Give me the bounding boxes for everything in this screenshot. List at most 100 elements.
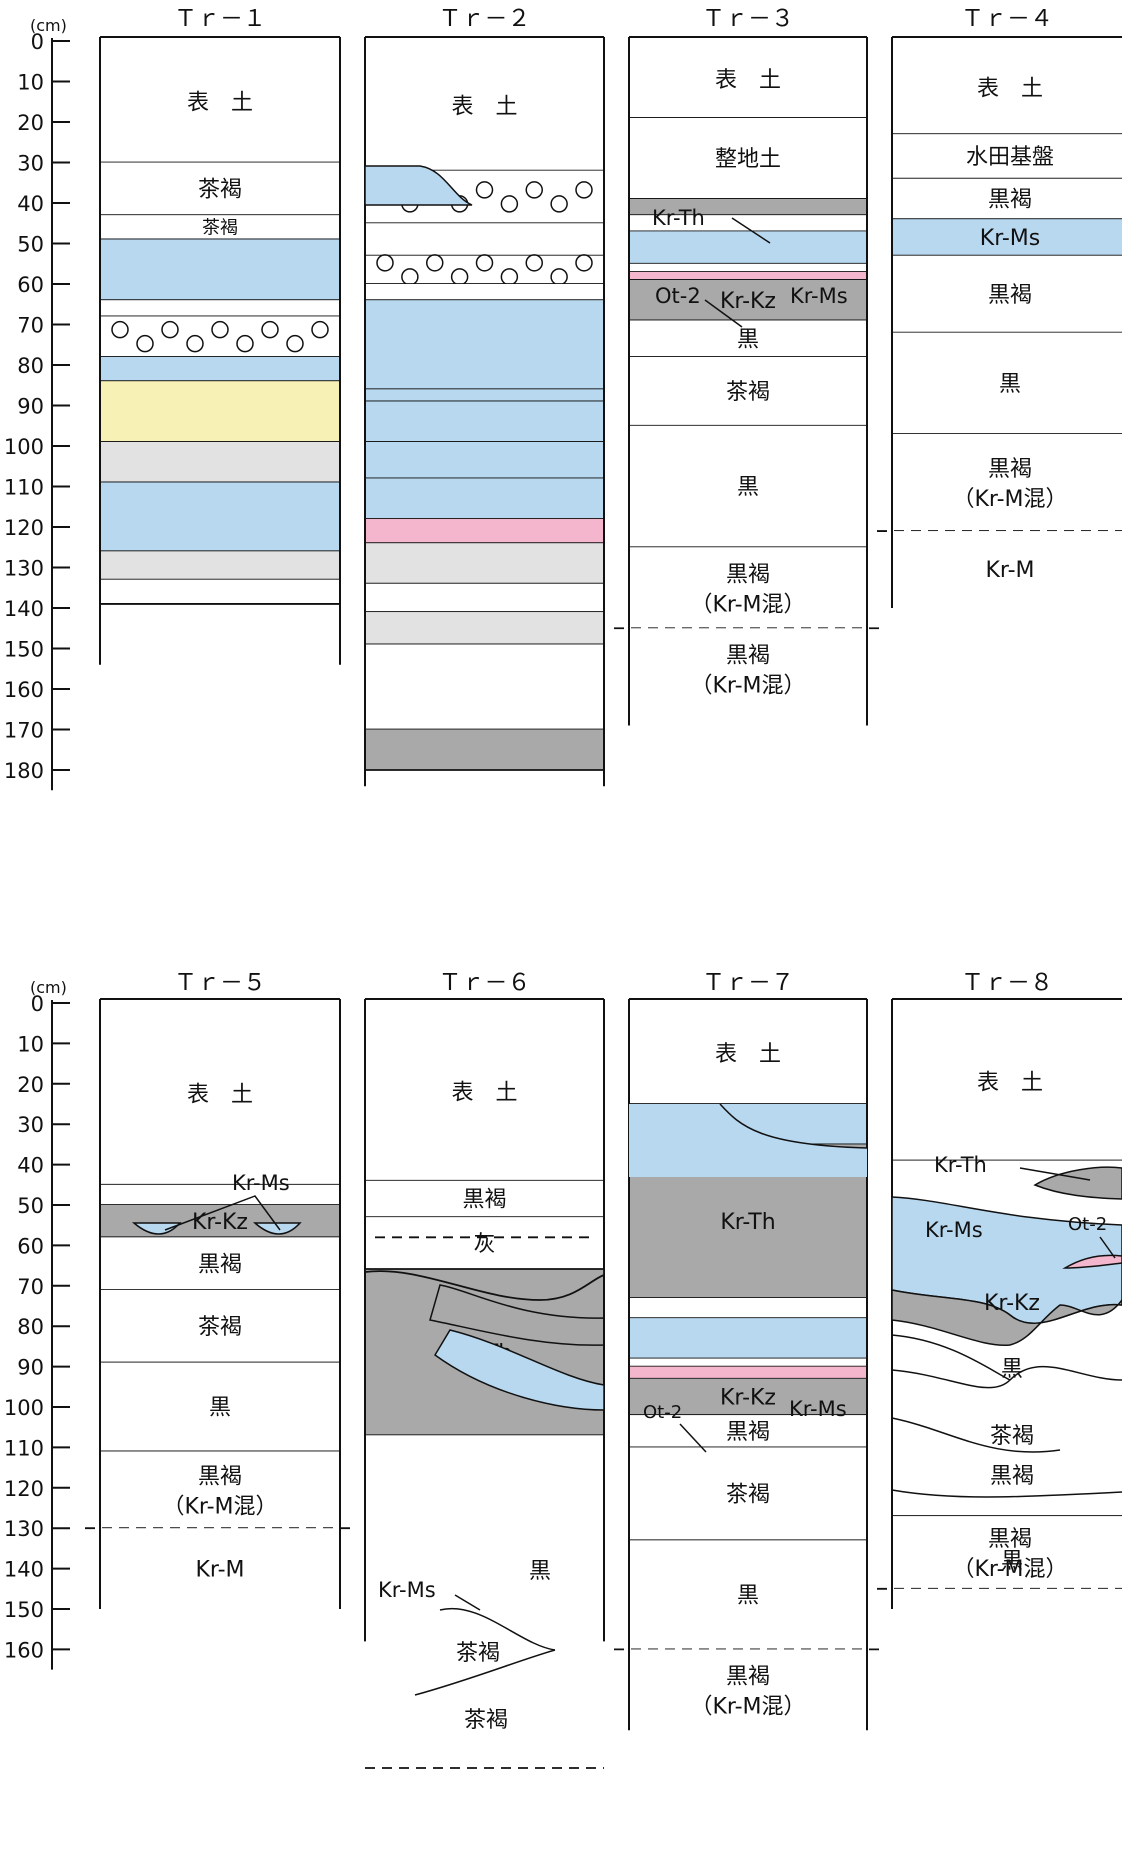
layer-label-line: 黒褐 — [726, 562, 770, 587]
layer-plain — [629, 1003, 867, 1104]
column-title: Ｔｒ－７ — [702, 970, 794, 996]
layer-label-line: （Kr-M混） — [691, 592, 806, 617]
layer-label-line: 表 土 — [451, 95, 517, 120]
layer-label-line: 黒褐 — [726, 643, 770, 668]
layer-plain — [892, 1003, 1122, 1161]
layer-label-line: 茶褐 — [198, 178, 242, 203]
axis-tick-label: 20 — [17, 111, 44, 135]
callout-ot-2: Ot-2 — [643, 1402, 682, 1423]
layer-label-line: 茶褐 — [202, 218, 238, 239]
layer-plain — [892, 1516, 1122, 1589]
layer-label-line: 表 土 — [187, 1083, 253, 1108]
axis-tick-label: 120 — [4, 1477, 44, 1501]
layer-label: 黒褐 — [198, 1252, 242, 1277]
callout-kr-th: Kr-Th — [934, 1153, 987, 1177]
column-title: Ｔｒ－２ — [439, 6, 531, 32]
layer-plain — [629, 263, 867, 272]
axis-tick-label: 100 — [4, 1396, 44, 1420]
layer-label-line: Kr-Kz — [192, 1210, 248, 1235]
tr8-boundary — [891, 1489, 1122, 1498]
pebble-symbol — [211, 320, 229, 339]
layer-label: Kr-Kz — [192, 1210, 248, 1235]
axis-tick-label: 0 — [31, 992, 44, 1016]
pebble-symbol — [376, 254, 394, 272]
layer-label: 茶褐 — [990, 1424, 1034, 1449]
layer-label: 黒 — [737, 475, 759, 500]
axis-tick-label: 160 — [4, 1638, 44, 1662]
pebble-symbol — [525, 181, 543, 199]
axis-tick-label: 110 — [4, 476, 44, 500]
layer-blue — [629, 1318, 867, 1359]
pebble-symbol — [475, 254, 494, 272]
layer-label: 黒 — [1001, 1357, 1023, 1382]
layer-plain — [629, 425, 867, 548]
layer-label-line: （Kr-M混） — [163, 1495, 278, 1520]
layer-label-line: 黒褐 — [726, 1420, 770, 1445]
layer-plain — [365, 284, 604, 301]
layer-plain — [365, 644, 604, 730]
layer-label: Kr-Kz — [720, 1386, 776, 1411]
layer-label-line: 表 土 — [977, 1070, 1043, 1095]
layer-label: 茶褐 — [198, 1315, 242, 1340]
callout-kr-th: Kr-Th — [652, 206, 705, 230]
axis-tick-label: 50 — [17, 233, 44, 257]
layer-label-line: 黒 — [737, 475, 759, 500]
layer-label: Kr-M — [196, 1557, 245, 1582]
layer-plain — [100, 1184, 340, 1205]
axis-tick-label: 100 — [4, 435, 44, 459]
tr7-kr-ms-wave — [629, 1104, 867, 1177]
layer-label: 茶褐 — [464, 1708, 508, 1733]
layer-label-line: 黒褐 — [988, 1527, 1032, 1552]
layer-label: 茶褐 — [198, 178, 242, 203]
callout-ot-2-leader — [1099, 1236, 1116, 1259]
layer-label: Kr-Th — [720, 1210, 775, 1235]
axis-tick-label: 10 — [17, 71, 44, 95]
axis-tick-label: 60 — [17, 1234, 44, 1258]
layer-label: 黒 — [209, 1396, 231, 1421]
layer-plain — [629, 628, 867, 710]
layer-blue — [365, 401, 604, 442]
layer-lightgray — [100, 551, 340, 580]
layer-pink — [629, 1366, 867, 1379]
layer-plain — [629, 1297, 867, 1319]
layer-plain — [629, 1649, 867, 1731]
layer-label-line: Kr-M — [986, 558, 1035, 583]
layer-yellow — [100, 381, 340, 442]
layer-plain — [892, 332, 1122, 434]
tr8-boundary — [891, 1365, 1122, 1389]
axis-tick-label: 150 — [4, 1598, 44, 1622]
axis-tick-label: 90 — [17, 1356, 44, 1380]
column-6: Ｔｒ－６表 土黒褐灰Kr-Th — [364, 970, 605, 1642]
column-title: Ｔｒ－８ — [961, 970, 1053, 996]
axis-tick-label: 50 — [17, 1194, 44, 1218]
layer-label: 黒 — [737, 1584, 759, 1609]
layer-label-line: Kr-Kz — [720, 289, 776, 314]
pebble-symbol — [261, 320, 279, 339]
layer-label: 茶褐 — [726, 1483, 770, 1508]
layer-plain — [629, 356, 867, 426]
layer-label: 黒褐 （Kr-M混） — [691, 562, 806, 617]
layer-plain — [892, 178, 1122, 220]
layer-label: 黒褐（Kr-M混） — [691, 643, 806, 698]
layer-plain — [629, 215, 867, 232]
layer-plain — [629, 547, 867, 629]
pebble-symbol — [500, 195, 519, 213]
column-title: Ｔｒ－５ — [174, 970, 266, 996]
layer-label: 黒褐 — [990, 1464, 1034, 1489]
callout-kr-ms-leader — [454, 1594, 481, 1611]
layer-label: 黒褐 — [462, 1188, 506, 1213]
layer-label-line: 茶褐 — [726, 1483, 770, 1508]
layer-plain — [892, 134, 1122, 179]
axis-tick-label: 40 — [17, 192, 44, 216]
layer-label-line: 黒褐 — [726, 1665, 770, 1690]
layer-blue — [629, 231, 867, 264]
column-title: Ｔｒ－６ — [439, 970, 531, 996]
callout-kr-ms-leader — [164, 1195, 281, 1231]
layer-gray — [629, 1378, 867, 1416]
pebble-symbol — [475, 181, 494, 199]
axis-tick-label: 80 — [17, 354, 44, 378]
layer-plain — [365, 223, 604, 256]
layer-label-line: 黒褐 — [988, 283, 1032, 308]
